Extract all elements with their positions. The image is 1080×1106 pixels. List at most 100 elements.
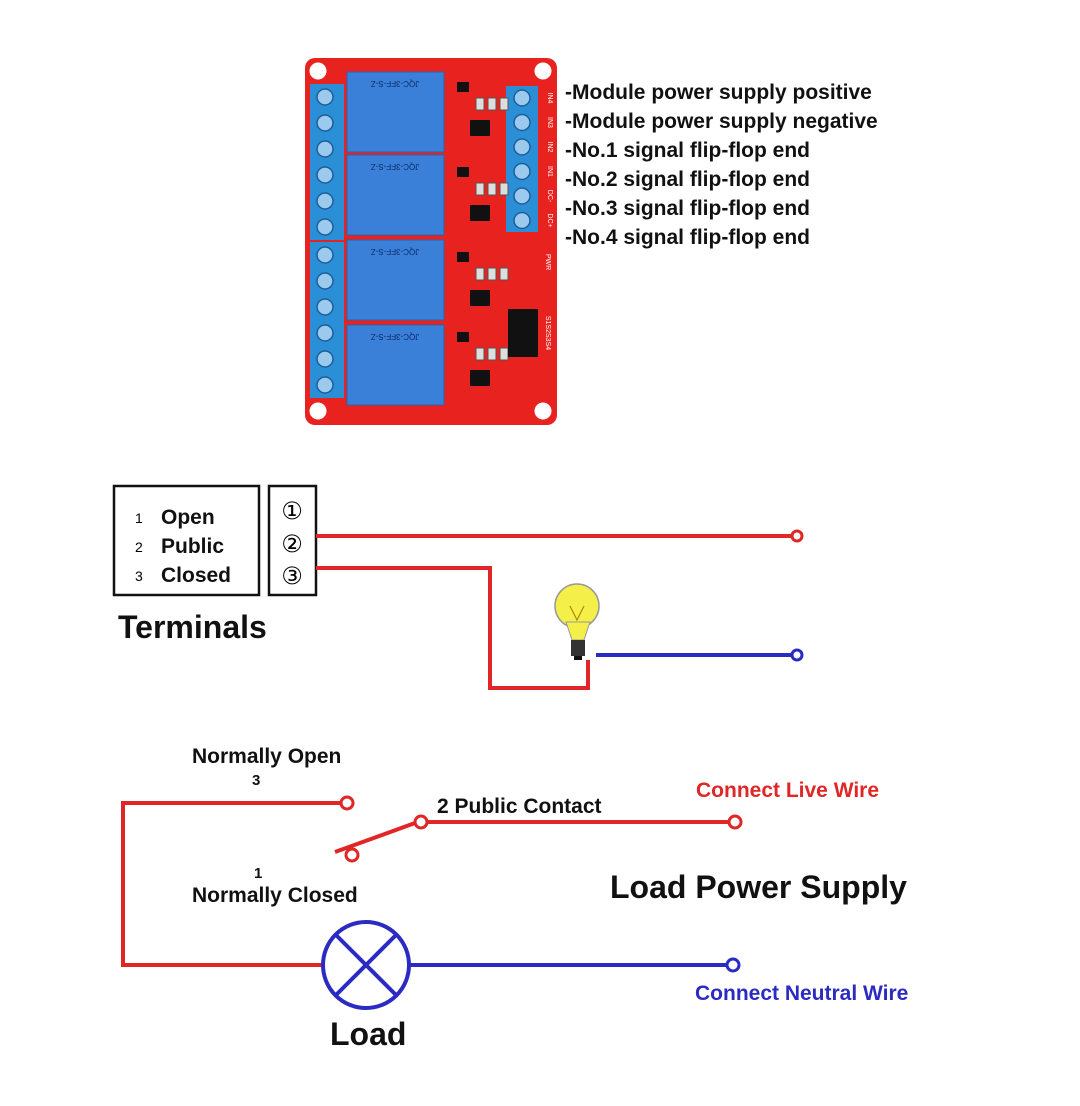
relay-board: JQC-3FF-S-ZJQC-3FF-S-ZJQC-3FF-S-ZJQC-3FF…	[305, 58, 557, 425]
terminal-symbol: ②	[281, 530, 303, 558]
wire-end	[790, 529, 804, 543]
relay	[346, 154, 445, 236]
board-terminal-label: DC+	[546, 213, 553, 227]
mount-hole	[531, 59, 555, 83]
pin-label: -No.3 signal flip-flop end	[565, 197, 810, 220]
pwr-label: PWR	[544, 254, 551, 270]
optocoupler	[470, 370, 490, 386]
live-terminal	[727, 814, 743, 830]
neutral-wire-label: Connect Neutral Wire	[695, 982, 908, 1005]
no-number: 3	[252, 772, 260, 789]
normally-open-label: Normally Open	[192, 745, 341, 768]
relay	[346, 324, 445, 406]
screw-icon	[316, 376, 334, 394]
smd-resistor	[499, 347, 509, 361]
terminal-name: Open	[161, 506, 215, 529]
lamp-load-icon	[321, 920, 411, 1010]
pin-descriptions: -Module power supply positive -Module po…	[565, 81, 878, 249]
terminal-block	[310, 84, 344, 240]
terminal-symbol: ①	[281, 497, 303, 525]
jumper-header	[508, 309, 538, 357]
terminals-title: Terminals	[118, 609, 267, 645]
nc-number: 1	[254, 865, 262, 882]
terminals-legend: 1 Open 2 Public 3 Closed ① ② ③ Terminals	[112, 484, 318, 645]
no-contact	[339, 795, 355, 811]
screw-icon	[513, 211, 531, 230]
smd-resistor	[475, 97, 485, 111]
board-terminal-label: IN1	[546, 166, 553, 177]
wire-end	[790, 648, 804, 662]
load-live-wire	[121, 801, 342, 967]
terminal-name: Closed	[161, 564, 231, 587]
pin-label: -Module power supply negative	[565, 110, 878, 133]
terminal-symbol: ③	[281, 562, 303, 590]
smd-resistor	[487, 182, 497, 196]
common-contact	[413, 814, 429, 830]
pin-label: -Module power supply positive	[565, 81, 872, 104]
screw-icon	[513, 187, 531, 205]
switch-arm	[334, 821, 416, 854]
pin-label: -No.4 signal flip-flop end	[565, 226, 810, 249]
board-terminal-label: IN2	[546, 142, 553, 153]
public-contact-label: 2 Public Contact	[437, 795, 602, 818]
terminal-number: 2	[135, 539, 143, 555]
board-terminal-label: IN3	[546, 117, 553, 128]
mount-hole	[306, 59, 330, 83]
light-bulb-icon	[554, 583, 600, 660]
screw-icon	[513, 138, 531, 156]
screw-icon	[316, 298, 334, 316]
relay	[346, 239, 445, 321]
smd-resistor	[499, 97, 509, 111]
terminal-wiring	[316, 529, 804, 690]
neutral-terminal	[725, 957, 741, 973]
mount-hole	[531, 399, 555, 423]
screw-icon	[513, 162, 531, 181]
nc-contact	[344, 847, 360, 863]
screw-icon	[316, 350, 334, 368]
screw-icon	[316, 114, 334, 132]
transistor	[457, 167, 469, 177]
relay-model-label: JQC-3FF-S-Z	[371, 247, 420, 256]
optocoupler	[470, 120, 490, 136]
input-terminal-block	[506, 86, 538, 232]
terminal-block	[310, 242, 344, 398]
optocoupler	[470, 290, 490, 306]
screw-icon	[316, 166, 334, 184]
load-schematic: Normally Open 3 2 Public Contact 1 Norma…	[121, 745, 908, 1052]
smd-resistor	[487, 97, 497, 111]
smd-resistor	[487, 267, 497, 281]
screw-icon	[513, 113, 531, 132]
screw-icon	[316, 324, 334, 342]
terminal-number: 1	[135, 510, 143, 526]
relay-model-label: JQC-3FF-S-Z	[371, 79, 420, 88]
smd-resistor	[475, 182, 485, 196]
smd-resistor	[475, 267, 485, 281]
screw-icon	[316, 246, 334, 264]
jumper-label: S1S2S3S4	[544, 316, 551, 350]
normally-closed-label: Normally Closed	[192, 884, 358, 907]
screw-icon	[316, 88, 334, 106]
board-terminal-label: DC-	[546, 190, 553, 203]
screw-icon	[316, 140, 334, 158]
smd-resistor	[499, 267, 509, 281]
relays: JQC-3FF-S-ZJQC-3FF-S-ZJQC-3FF-S-ZJQC-3FF…	[346, 71, 445, 406]
pin-label: -No.2 signal flip-flop end	[565, 168, 810, 191]
optocoupler	[470, 205, 490, 221]
screw-icon	[316, 272, 334, 290]
switched-wire	[316, 566, 590, 690]
terminal-name: Public	[161, 535, 224, 558]
screw-icon	[513, 89, 531, 107]
relay	[346, 71, 445, 153]
transistor	[457, 82, 469, 92]
live-wire-label: Connect Live Wire	[696, 779, 879, 802]
smd-resistor	[499, 182, 509, 196]
mount-hole	[306, 399, 330, 423]
transistor	[457, 252, 469, 262]
load-power-supply-label: Load Power Supply	[610, 869, 907, 905]
left-terminal-blocks	[310, 84, 344, 398]
relay-model-label: JQC-3FF-S-Z	[371, 332, 420, 341]
board-terminal-label: IN4	[546, 93, 553, 104]
transistor	[457, 332, 469, 342]
terminal-number: 3	[135, 568, 143, 584]
